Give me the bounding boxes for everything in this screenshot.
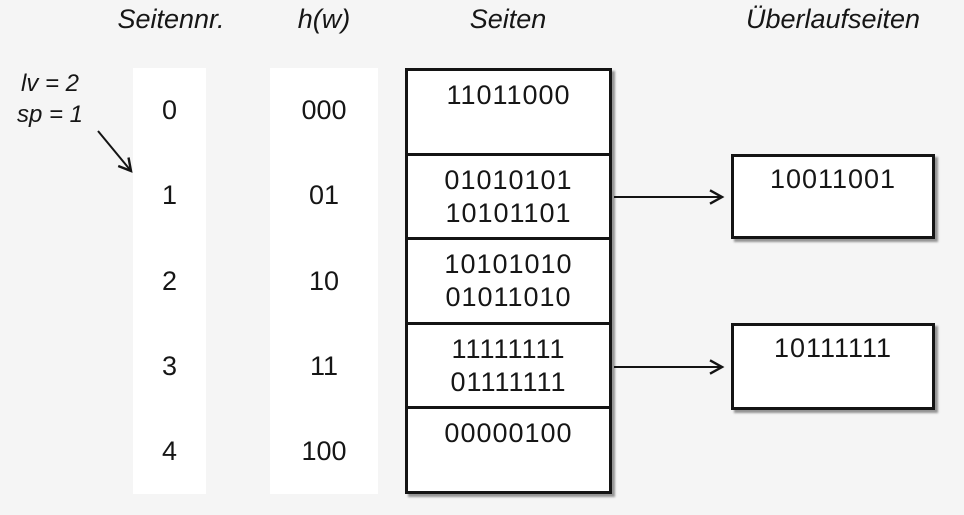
bucket-row-3: 11111111 01111111 bbox=[408, 321, 609, 407]
hash-value: 000 bbox=[301, 95, 347, 126]
hash-value: 11 bbox=[309, 350, 339, 381]
pages-table: 11011000 01010101 10101101 10101010 0101… bbox=[405, 68, 612, 494]
record-value: 10111111 bbox=[773, 333, 893, 363]
record-value: 11011000 bbox=[446, 80, 571, 110]
hash-value: 01 bbox=[308, 180, 340, 211]
page-number: 4 bbox=[161, 435, 178, 466]
page-number: 2 bbox=[161, 265, 178, 296]
record-value: 11111111 bbox=[451, 333, 566, 364]
column-header-seitennr: Seitennr. bbox=[117, 4, 225, 34]
record-value: 01111111 bbox=[450, 366, 567, 397]
page-number: 1 bbox=[161, 180, 178, 211]
record-value: 10101010 bbox=[444, 249, 573, 280]
hash-value-column: 000 01 10 11 100 bbox=[270, 68, 378, 494]
record-value: 00000100 bbox=[444, 418, 573, 449]
state-annotation: lv = 2 sp = 1 bbox=[4, 68, 96, 130]
page-number: 3 bbox=[161, 350, 178, 381]
bucket-row-2: 10101010 01011010 bbox=[408, 237, 609, 322]
split-pointer-arrow bbox=[97, 130, 133, 173]
record-value: 10011001 bbox=[769, 164, 897, 194]
page-number-column: 0 1 2 3 4 bbox=[133, 68, 206, 494]
overflow-page-box-2: 10111111 bbox=[731, 323, 935, 410]
column-header-ueberlaufseiten: Überlaufseiten bbox=[745, 4, 921, 34]
bucket-row-1: 01010101 10101101 bbox=[408, 152, 609, 238]
hash-value: 10 bbox=[308, 265, 340, 296]
record-value: 10101101 bbox=[445, 197, 572, 228]
column-header-seiten: Seiten bbox=[469, 4, 547, 34]
split-pointer-value: sp = 1 bbox=[16, 101, 84, 128]
column-header-hash-function: h(w) bbox=[297, 4, 351, 34]
overflow-page-box-1: 10011001 bbox=[731, 154, 935, 239]
bucket-row-0: 11011000 bbox=[408, 71, 609, 153]
level-value: lv = 2 bbox=[20, 70, 80, 97]
record-value: 01010101 bbox=[444, 164, 573, 195]
record-value: 01011010 bbox=[445, 282, 572, 313]
page-number: 0 bbox=[161, 95, 178, 126]
bucket-row-4: 00000100 bbox=[408, 406, 609, 491]
hash-value: 100 bbox=[301, 435, 347, 466]
